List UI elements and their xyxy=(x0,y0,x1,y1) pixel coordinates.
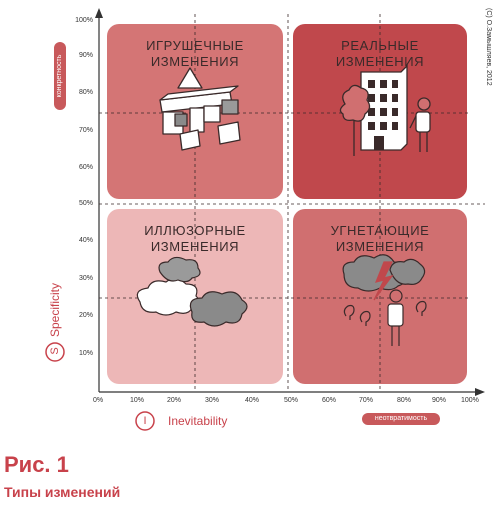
quadrant-toy-title-line2: ИЗМЕНЕНИЯ xyxy=(150,54,240,69)
figure-caption: Типы изменений xyxy=(4,484,121,500)
y-axis-label: Specificity xyxy=(48,282,62,337)
y-tick-90: 90% xyxy=(78,52,93,59)
y-tick-40: 40% xyxy=(78,237,93,244)
x-tick-0: 0% xyxy=(93,397,104,404)
y-tick-80: 80% xyxy=(78,89,93,96)
y-tick-30: 30% xyxy=(78,275,93,282)
y-tick-20: 20% xyxy=(78,312,93,319)
x-tick-50: 50% xyxy=(284,397,299,404)
y-tick-60: 60% xyxy=(78,164,93,171)
specificity-circle xyxy=(45,342,65,362)
x-tick-90: 90% xyxy=(432,397,447,404)
figure-number: Рис. 1 xyxy=(4,452,69,477)
x-tick-20: 20% xyxy=(167,397,182,404)
x-tick-80: 80% xyxy=(397,397,412,404)
x-tick-70: 70% xyxy=(359,397,374,404)
inevitability-circle xyxy=(135,411,155,431)
y-axis-arrow xyxy=(95,8,103,18)
dashed-guides xyxy=(99,14,485,392)
x-tick-40: 40% xyxy=(245,397,260,404)
x-axis-arrow xyxy=(475,388,485,396)
quadrant-real-title-line2: ИЗМЕНЕНИЯ xyxy=(335,54,425,69)
y-tick-70: 70% xyxy=(78,127,93,134)
x-tick-10: 10% xyxy=(130,397,145,404)
clouds-icon xyxy=(136,256,248,327)
x-tick-60: 60% xyxy=(322,397,337,404)
y-tick-100: 100% xyxy=(75,17,93,24)
x-tick-100: 100% xyxy=(461,397,479,404)
tree-icon xyxy=(339,84,371,156)
x-tick-30: 30% xyxy=(205,397,220,404)
x-axis-letter: I xyxy=(143,415,147,427)
person-icon-real xyxy=(409,97,431,152)
building-icon xyxy=(360,64,408,151)
storm-icon xyxy=(342,254,427,346)
quadrant-oppressive-title-line2: ИЗМЕНЕНИЯ xyxy=(335,239,425,254)
y-tick-10: 10% xyxy=(78,350,93,357)
y-tick-50: 50% xyxy=(78,200,93,207)
x-axis-label: Inevitability xyxy=(168,414,228,428)
toy-blocks-icon xyxy=(159,67,241,151)
y-axis-letter: S xyxy=(49,347,61,355)
x-axis-pill-label: неотвратимость xyxy=(362,413,440,425)
y-axis-pill-label: конкретность xyxy=(54,42,66,110)
copyright-text: (C) О.Замышляев, 2012 xyxy=(485,8,492,86)
quadrant-illusory-title-line2: ИЗМЕНЕНИЯ xyxy=(150,239,240,254)
